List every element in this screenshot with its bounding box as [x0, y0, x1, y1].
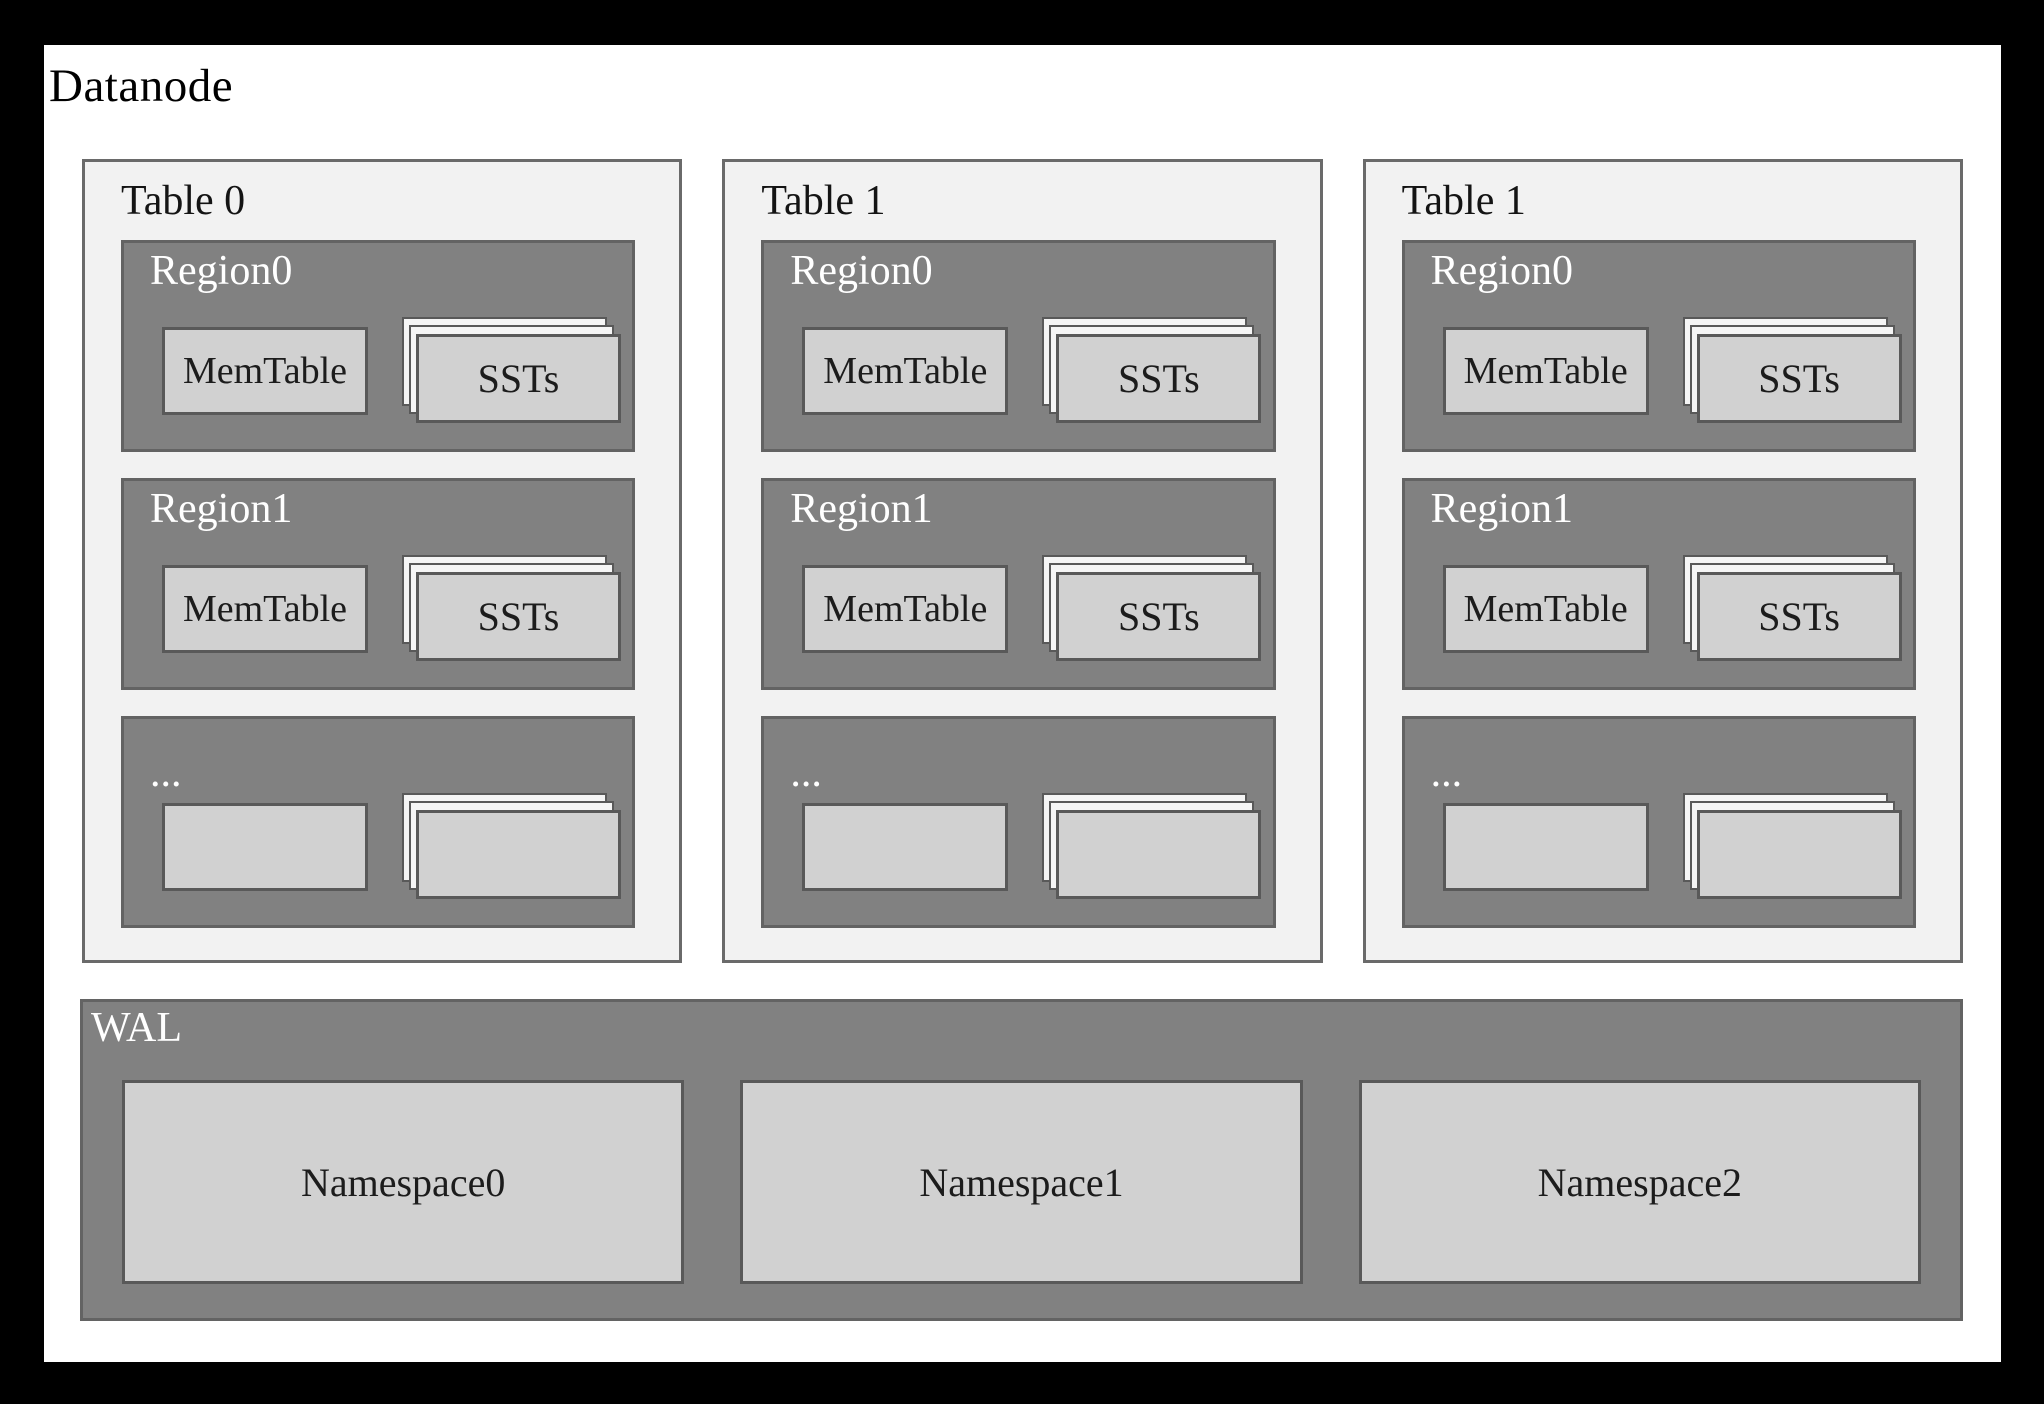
- region-box: Region1 MemTable SSTs: [761, 478, 1276, 690]
- ssts-front-card: SSTs: [1056, 572, 1262, 661]
- memtable-box: MemTable: [802, 327, 1009, 415]
- table-label: Table 0: [121, 178, 246, 224]
- table-box-0: Table 0 Region0 MemTable SSTs Region1 Me…: [82, 159, 683, 963]
- ssts-stack: [402, 793, 628, 905]
- ssts-front-card: [1696, 810, 1902, 899]
- region-label: Region1: [1430, 486, 1573, 532]
- ssts-stack: SSTs: [402, 555, 628, 667]
- ssts-front-card: SSTs: [1696, 334, 1902, 423]
- ssts-stack: [1682, 793, 1909, 905]
- ssts-stack: SSTs: [402, 317, 628, 429]
- region-label: ...: [1430, 750, 1463, 796]
- ssts-front-card: SSTs: [416, 572, 621, 661]
- regions-list: Region0 MemTable SSTs Region1 MemTable S…: [761, 240, 1276, 928]
- region-label: ...: [150, 750, 182, 796]
- memtable-box: MemTable: [1442, 565, 1649, 653]
- regions-list: Region0 MemTable SSTs Region1 MemTable S…: [1401, 240, 1916, 928]
- tables-row: Table 0 Region0 MemTable SSTs Region1 Me…: [82, 159, 1963, 963]
- region-label: ...: [790, 750, 822, 796]
- namespace-row: Namespace0 Namespace1 Namespace2: [122, 1080, 1921, 1284]
- ssts-front-card: SSTs: [1696, 572, 1902, 661]
- table-label: Table 1: [761, 178, 886, 224]
- ssts-front-card: SSTs: [416, 334, 621, 423]
- region-box: Region0 MemTable SSTs: [1401, 240, 1916, 452]
- region-box: Region0 MemTable SSTs: [761, 240, 1276, 452]
- ssts-front-card: SSTs: [1056, 334, 1262, 423]
- table-label: Table 1: [1401, 178, 1526, 224]
- ssts-front-card: [1056, 810, 1262, 899]
- memtable-box: MemTable: [802, 565, 1009, 653]
- memtable-box: [1442, 803, 1649, 891]
- memtable-box: MemTable: [162, 327, 368, 415]
- region-label: Region1: [790, 486, 933, 532]
- ssts-stack: SSTs: [1042, 555, 1268, 667]
- memtable-box: [162, 803, 368, 891]
- memtable-box: [802, 803, 1009, 891]
- table-box-1: Table 1 Region0 MemTable SSTs Region1 Me…: [722, 159, 1323, 963]
- wal-label: WAL: [91, 1005, 182, 1051]
- region-label: Region0: [150, 248, 293, 294]
- namespace-box: Namespace1: [740, 1080, 1303, 1284]
- region-label: Region0: [1430, 248, 1573, 294]
- ssts-stack: [1042, 793, 1268, 905]
- region-box: Region0 MemTable SSTs: [121, 240, 636, 452]
- page-title: Datanode: [49, 60, 234, 112]
- datanode-panel: Datanode Table 0 Region0 MemTable SSTs R…: [44, 45, 2001, 1362]
- namespace-box: Namespace2: [1358, 1080, 1921, 1284]
- region-box-ellipsis: ...: [1401, 716, 1916, 928]
- region-label: Region0: [790, 248, 933, 294]
- regions-list: Region0 MemTable SSTs Region1 MemTable S…: [121, 240, 636, 928]
- ssts-stack: SSTs: [1682, 555, 1909, 667]
- region-box-ellipsis: ...: [761, 716, 1276, 928]
- ssts-stack: SSTs: [1042, 317, 1268, 429]
- memtable-box: MemTable: [162, 565, 368, 653]
- region-box: Region1 MemTable SSTs: [121, 478, 636, 690]
- wal-box: WAL Namespace0 Namespace1 Namespace2: [80, 999, 1963, 1321]
- ssts-stack: SSTs: [1682, 317, 1909, 429]
- memtable-box: MemTable: [1442, 327, 1649, 415]
- region-label: Region1: [150, 486, 293, 532]
- region-box-ellipsis: ...: [121, 716, 636, 928]
- ssts-front-card: [416, 810, 621, 899]
- region-box: Region1 MemTable SSTs: [1401, 478, 1916, 690]
- table-box-2: Table 1 Region0 MemTable SSTs Region1 Me…: [1362, 159, 1963, 963]
- namespace-box: Namespace0: [122, 1080, 685, 1284]
